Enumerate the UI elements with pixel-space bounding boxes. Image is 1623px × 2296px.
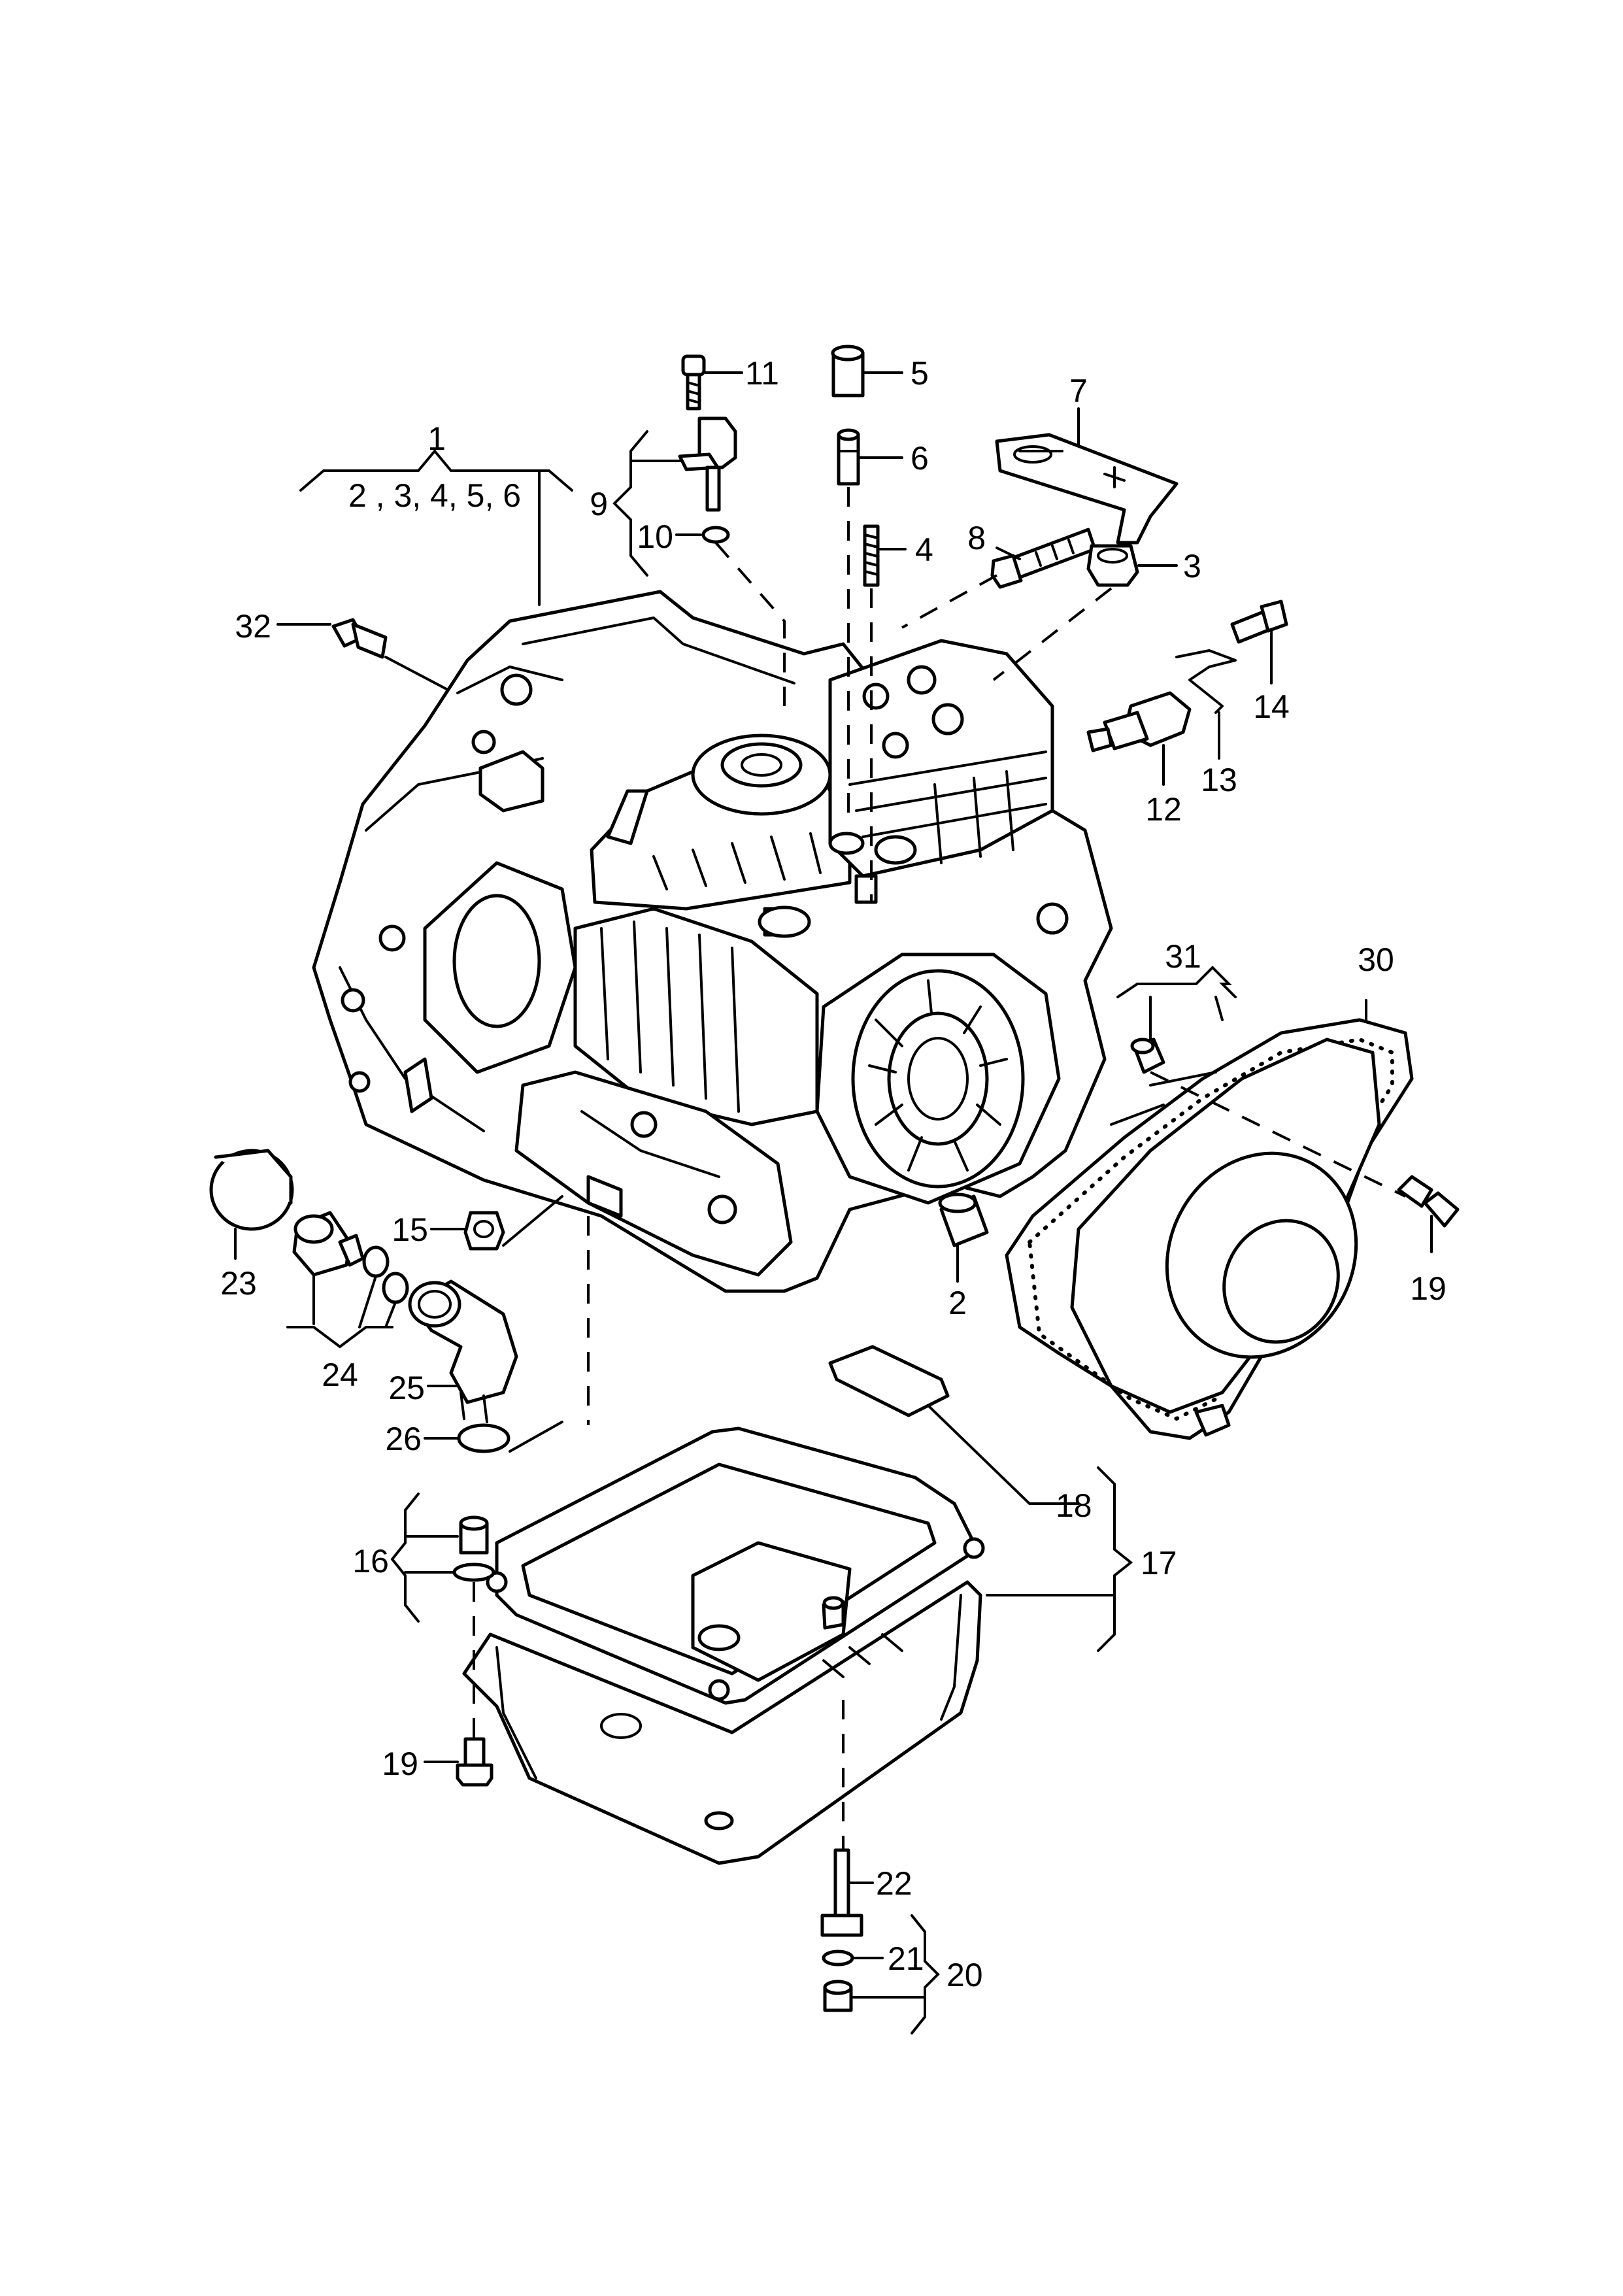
- callout-18: 18: [1056, 1487, 1092, 1524]
- bolt-11: [681, 354, 706, 411]
- washer-21: [822, 1950, 854, 1967]
- callout-23: 23: [220, 1265, 257, 1302]
- callout-3: 3: [1183, 548, 1201, 584]
- bracket-7: [995, 433, 1179, 545]
- callout-31: 31: [1165, 938, 1201, 975]
- callout-25: 25: [388, 1370, 425, 1406]
- bolt-19-pan: [456, 1737, 494, 1787]
- assembly-lines: [473, 487, 1406, 1850]
- bolt-8: [990, 528, 1097, 589]
- callout-1-members: 2 , 3, 4, 5, 6: [348, 477, 521, 514]
- callout-30: 30: [1358, 941, 1394, 978]
- callout-11: 11: [745, 355, 779, 392]
- plug-5: [831, 345, 865, 397]
- sleeve-2: [938, 1192, 989, 1247]
- stud-4: [863, 524, 880, 587]
- clip-nut-3: [1086, 544, 1139, 587]
- callout-32: 32: [235, 608, 271, 645]
- bolt-14: [1230, 599, 1288, 644]
- callout-26: 26: [385, 1421, 422, 1457]
- sleeve-31: [1130, 1038, 1165, 1074]
- o-ring-26: [457, 1423, 510, 1453]
- dowel-6: [837, 428, 860, 486]
- speed-sensor-9: [678, 416, 737, 512]
- callout-1: 1: [427, 420, 446, 457]
- filler-tube-25: [408, 1279, 518, 1423]
- callout-17: 17: [1141, 1545, 1177, 1581]
- callout-12: 12: [1145, 791, 1182, 828]
- stud-22: [820, 1848, 863, 1937]
- leader-lines: [234, 371, 1433, 2034]
- plug-24: [292, 1211, 409, 1304]
- filter-18: [828, 1345, 950, 1417]
- callout-labels: 1 2 , 3, 4, 5, 6 11 9 10 5 6 4 7 8 3 14 …: [220, 355, 1447, 1993]
- callout-6: 6: [911, 440, 929, 477]
- breather-32: [331, 618, 388, 659]
- callout-10: 10: [637, 518, 673, 555]
- callout-24: 24: [322, 1357, 358, 1393]
- transmission-housing: [312, 590, 1113, 1293]
- sensor-12: [1086, 691, 1192, 752]
- callout-21: 21: [888, 1940, 924, 1977]
- callout-14: 14: [1253, 688, 1290, 725]
- callout-2: 2: [948, 1285, 967, 1321]
- o-ring-10: [701, 526, 730, 544]
- callout-7: 7: [1069, 373, 1088, 409]
- drain-plug-20: [823, 1980, 853, 2012]
- callout-15: 15: [392, 1211, 428, 1248]
- retaining-clip-13: [1175, 649, 1237, 714]
- callout-19-cover: 19: [1410, 1270, 1447, 1307]
- callout-22: 22: [876, 1865, 912, 1902]
- bolt-19-cover: [1397, 1175, 1460, 1228]
- cap-23: [209, 1149, 294, 1231]
- side-cover-30: [1005, 1018, 1414, 1440]
- callout-9: 9: [590, 486, 608, 522]
- callout-4: 4: [915, 532, 933, 568]
- callout-19-pan: 19: [382, 1746, 418, 1782]
- callout-16: 16: [352, 1543, 389, 1579]
- callout-20: 20: [946, 1957, 983, 1993]
- callout-13: 13: [1201, 762, 1237, 798]
- callout-8: 8: [967, 520, 986, 556]
- sleeve-washer-16: [452, 1515, 495, 1582]
- oil-pan-17: [462, 1541, 982, 1865]
- plug-15: [463, 1211, 505, 1251]
- callout-5: 5: [911, 355, 929, 392]
